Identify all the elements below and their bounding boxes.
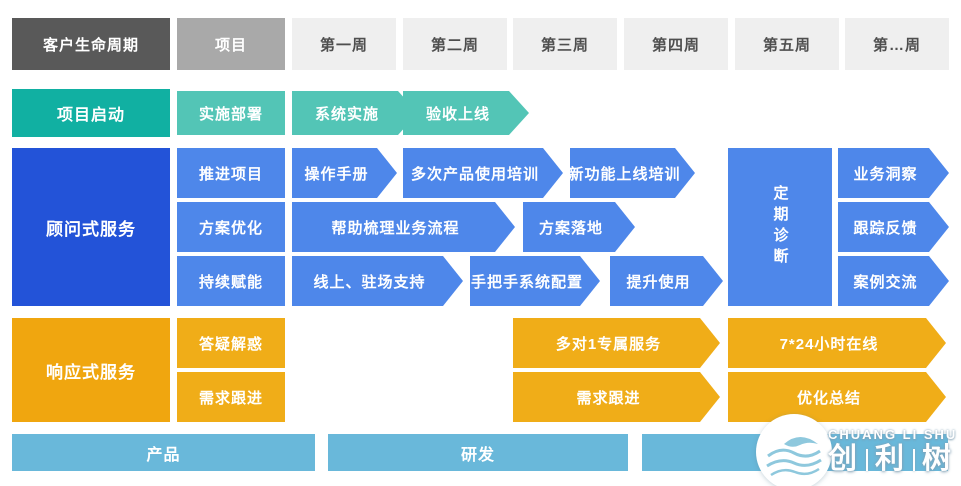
- consult-step-improve-usage: 提升使用: [610, 256, 723, 306]
- kickoff-step-golive: 验收上线: [403, 91, 529, 135]
- bottom-bar-product: 产品: [12, 434, 315, 471]
- brand-name: CHUANG LI SHU 创 利 树: [828, 426, 958, 476]
- brand-wave-icon: [756, 414, 832, 486]
- consult-step-system-config: 手把手系统配置: [470, 256, 600, 306]
- header-week-n: 第…周: [845, 18, 949, 70]
- consult-step-push-project: 推进项目: [177, 148, 285, 198]
- consult-outcome-insight: 业务洞察: [838, 148, 949, 198]
- brand-name-en: CHUANG LI SHU: [828, 426, 958, 442]
- header-week-1: 第一周: [292, 18, 396, 70]
- header-lifecycle: 客户生命周期: [12, 18, 170, 70]
- consult-outcome-feedback: 跟踪反馈: [838, 202, 949, 252]
- response-step-online-724: 7*24小时在线: [728, 318, 946, 368]
- response-step-demand-follow: 需求跟进: [513, 372, 720, 422]
- consult-step-feature-training: 新功能上线培训: [570, 148, 695, 198]
- consult-step-manual: 操作手册: [292, 148, 397, 198]
- header-week-4: 第四周: [624, 18, 728, 70]
- consult-diagnosis-box: 定期诊断: [728, 148, 832, 306]
- header-week-5: 第五周: [735, 18, 839, 70]
- response-step-dedicated-service: 多对1专属服务: [513, 318, 720, 368]
- brand-char-3: 树: [922, 443, 954, 476]
- response-step-qna: 答疑解惑: [177, 318, 285, 368]
- header-week-2: 第二周: [403, 18, 507, 70]
- consult-outcome-case-share: 案例交流: [838, 256, 949, 306]
- consult-step-sort-workflow: 帮助梳理业务流程: [292, 202, 515, 252]
- bottom-bar-rnd: 研发: [328, 434, 628, 471]
- header-project: 项目: [177, 18, 285, 70]
- brand-char-2: 利: [875, 443, 907, 476]
- logo-divider: [913, 449, 916, 472]
- kickoff-step-deploy: 实施部署: [177, 91, 285, 135]
- consult-step-onsite-support: 线上、驻场支持: [292, 256, 463, 306]
- wave-icon: [766, 437, 822, 477]
- consult-step-enablement: 持续赋能: [177, 256, 285, 306]
- consult-section-label: 顾问式服务: [12, 148, 170, 306]
- response-section-label: 响应式服务: [12, 318, 170, 422]
- response-step-follow-up-left: 需求跟进: [177, 372, 285, 422]
- consult-step-product-training: 多次产品使用培训: [403, 148, 563, 198]
- logo-divider: [866, 449, 869, 472]
- header-week-3: 第三周: [513, 18, 617, 70]
- consult-step-plan-landing: 方案落地: [523, 202, 635, 252]
- response-step-optimize-summary: 优化总结: [728, 372, 946, 422]
- brand-name-zh: 创 利 树: [828, 443, 957, 476]
- consult-step-plan-optimize: 方案优化: [177, 202, 285, 252]
- brand-watermark: CHUANG LI SHU 创 利 树: [756, 414, 957, 486]
- kickoff-step-implement: 系统实施: [292, 91, 418, 135]
- kickoff-label: 项目启动: [12, 89, 170, 137]
- brand-char-1: 创: [828, 443, 860, 476]
